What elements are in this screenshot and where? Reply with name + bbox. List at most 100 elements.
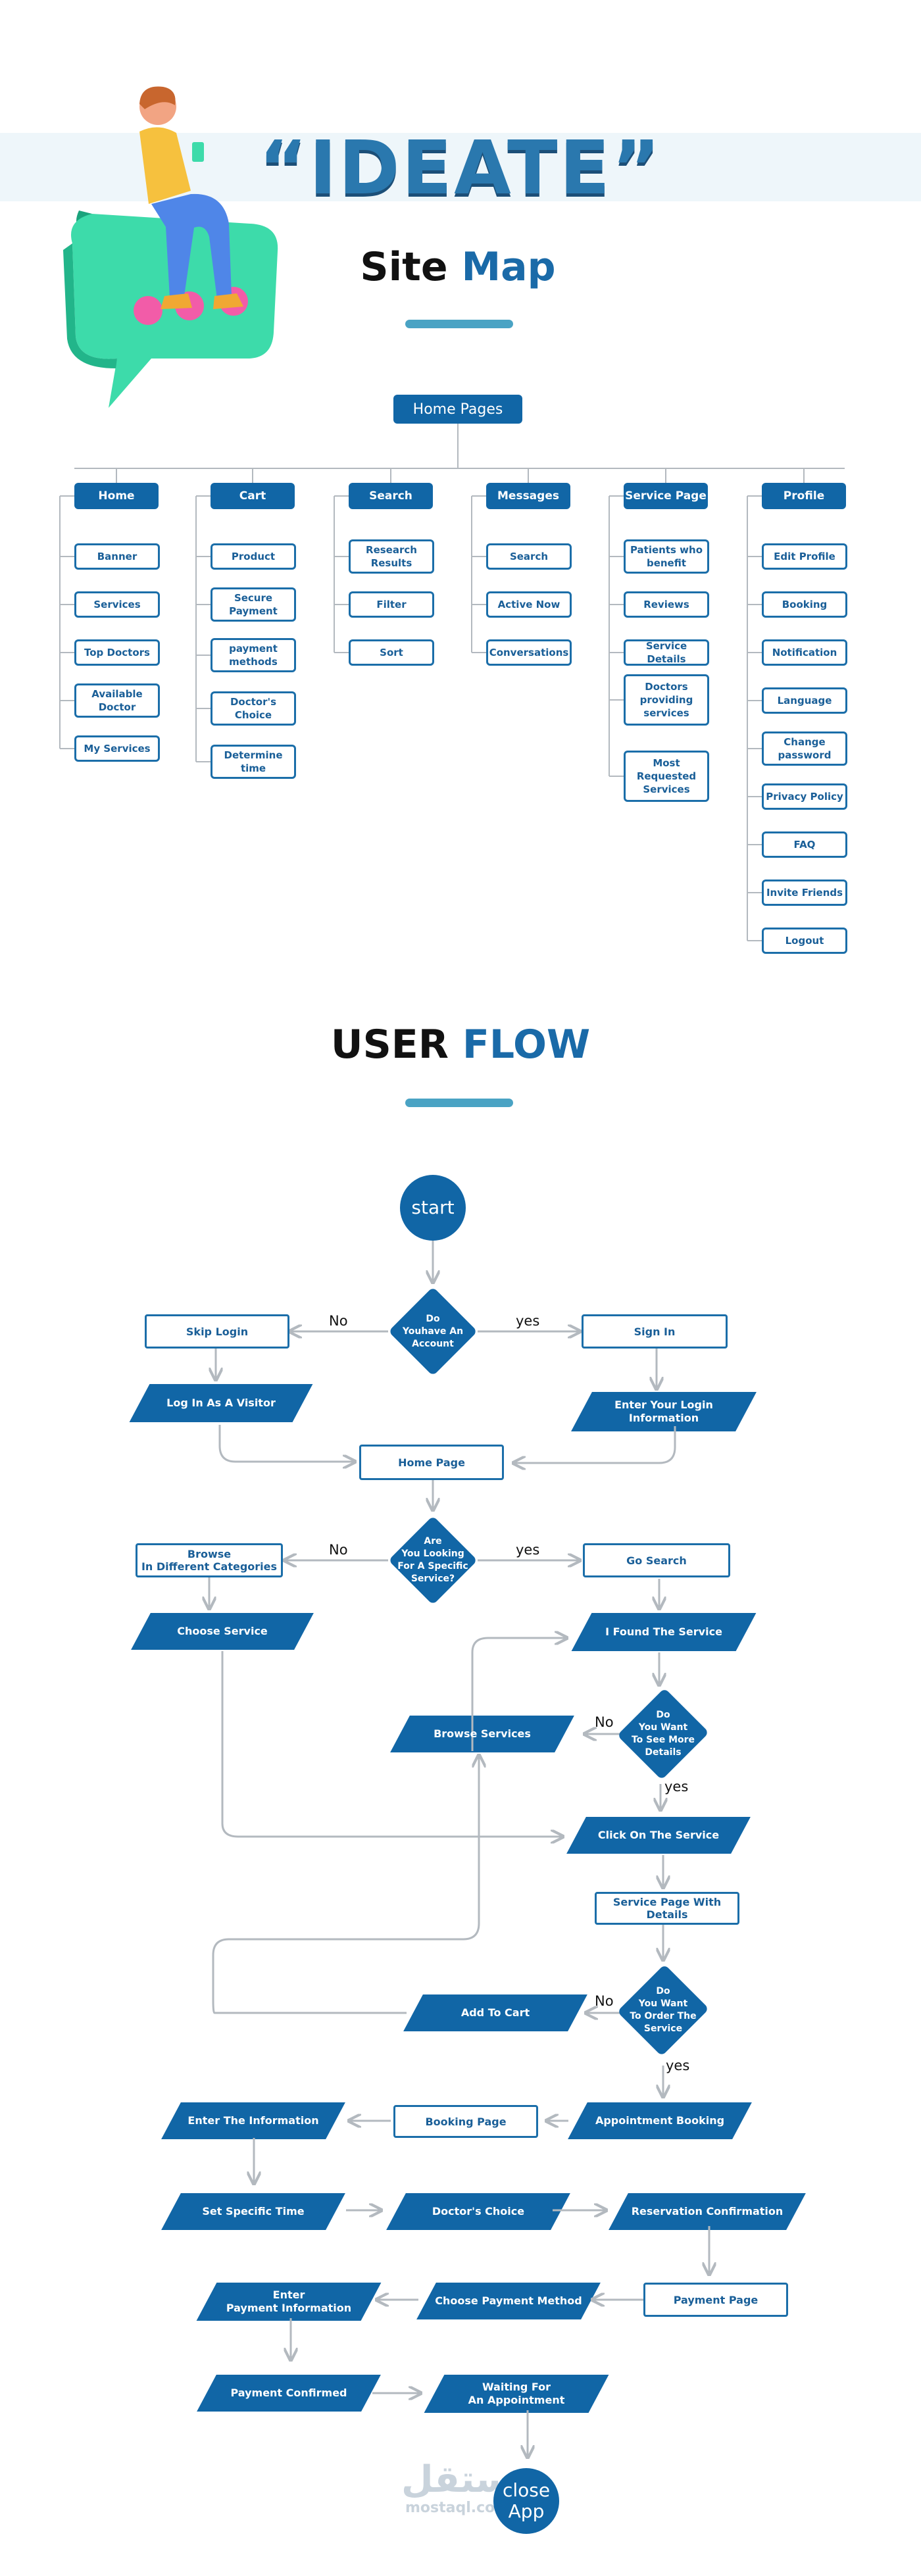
start-node: start <box>400 1175 466 1241</box>
sitemap-item: Doctors providing services <box>624 674 709 726</box>
sitemap-header-1: Cart <box>211 483 295 509</box>
sitemap-item: Search <box>486 543 572 570</box>
label-yes-specific: yes <box>516 1542 540 1558</box>
sitemap-header-5: Profile <box>762 483 846 509</box>
sitemap-underline <box>405 320 513 328</box>
person-shoe-2 <box>213 293 243 309</box>
person-legs <box>151 193 232 299</box>
sitemap-item: Reviews <box>624 591 709 618</box>
sitemap-item: Service Details <box>624 639 709 666</box>
browse-services-step: Browse Services <box>400 1716 564 1752</box>
decision-more-details: Do You Want To See More Details <box>618 1687 708 1781</box>
person-hair <box>139 86 176 109</box>
label-no-details: No <box>595 1714 614 1730</box>
label-no-order: No <box>595 1993 614 2009</box>
home-page-box: Home Page <box>359 1445 504 1480</box>
sitemap-item: Privacy Policy <box>762 783 847 810</box>
userflow-underline <box>405 1099 513 1107</box>
sitemap-item: Active Now <box>486 591 572 618</box>
sitemap-header-3: Messages <box>486 483 570 509</box>
close-app-node: close App <box>493 2468 559 2534</box>
label-yes-account: yes <box>516 1313 540 1329</box>
waiting-appointment-step: Waiting For An Appointment <box>434 2375 599 2413</box>
person-shoe-1 <box>161 293 192 309</box>
sitemap-header-0: Home <box>74 483 159 509</box>
enter-login-step: Enter Your Login Information <box>582 1392 746 1431</box>
browse-categories-box: Browse In Different Categories <box>136 1543 283 1577</box>
sitemap-item: Change password <box>762 731 847 766</box>
userflow-heading: USER FLOW <box>0 1021 921 1068</box>
payment-page-box: Payment Page <box>643 2283 788 2317</box>
choose-service-step: Choose Service <box>141 1613 304 1650</box>
label-no-specific: No <box>329 1542 348 1558</box>
skip-login-box: Skip Login <box>145 1314 289 1349</box>
page-title: “IDEATE” <box>259 126 662 211</box>
payment-confirmed-step: Payment Confirmed <box>207 2375 371 2412</box>
userflow-heading-accent: FLOW <box>462 1022 591 1068</box>
sitemap-item: Doctor's Choice <box>211 691 296 726</box>
booking-page-box: Booking Page <box>393 2105 538 2138</box>
sitemap-item: Language <box>762 687 847 714</box>
reservation-confirmation-step: Reservation Confirmation <box>618 2193 796 2230</box>
label-yes-order: yes <box>666 2058 690 2073</box>
sitemap-item: Product <box>211 543 296 570</box>
sitemap-item: Filter <box>349 591 434 618</box>
sitemap-item: Most Requested Services <box>624 751 709 802</box>
person-shirt <box>139 127 191 204</box>
sitemap-item: Banner <box>74 543 160 570</box>
click-service-step: Click On The Service <box>576 1817 741 1854</box>
sitemap-item: Services <box>74 591 160 618</box>
sitemap-item: Available Doctor <box>74 683 160 718</box>
decision-have-account-text: Do Youhave An Account <box>402 1313 464 1349</box>
sitemap-item: Patients who benefit <box>624 539 709 574</box>
sitemap-item: Secure Payment <box>211 587 296 622</box>
add-to-cart-step: Add To Cart <box>413 1994 578 2031</box>
sitemap-root: Home Pages <box>393 395 522 424</box>
chat-bubble-side <box>63 243 117 368</box>
sitemap-heading-accent: Map <box>461 244 556 290</box>
sitemap-heading: Site Map <box>0 243 918 291</box>
login-visitor-step: Log In As A Visitor <box>139 1384 303 1422</box>
go-search-box: Go Search <box>583 1543 730 1577</box>
sitemap-item: Logout <box>762 928 847 954</box>
found-service-step: I Found The Service <box>582 1613 746 1651</box>
userflow-heading-text: USER <box>330 1022 449 1068</box>
chat-bubble-illustration <box>63 86 278 408</box>
label-no-account: No <box>329 1313 348 1329</box>
sitemap-item: FAQ <box>762 831 847 858</box>
sitemap-item: Sort <box>349 639 434 666</box>
sitemap-item: payment methods <box>211 638 296 672</box>
person-phone <box>192 142 204 162</box>
sitemap-item: Determine time <box>211 745 296 779</box>
decision-more-details-text: Do You Want To See More Details <box>631 1710 695 1758</box>
sign-in-box: Sign In <box>582 1314 728 1349</box>
sitemap-item: Invite Friends <box>762 879 847 906</box>
appointment-booking-step: Appointment Booking <box>578 2102 742 2139</box>
set-time-step: Set Specific Time <box>171 2193 336 2230</box>
sitemap-item: My Services <box>74 735 160 762</box>
watermark-latin: mostaql.com <box>405 2500 510 2516</box>
doctors-choice-step: Doctor's Choice <box>396 2193 560 2230</box>
sitemap-header-4: Service Page <box>624 483 708 509</box>
decision-specific-service-text: Are You Looking For A Specific Service? <box>397 1536 468 1584</box>
decision-order-service: Do You Want To Order The Service <box>618 1963 708 2058</box>
sitemap-item: Booking <box>762 591 847 618</box>
sitemap-item: Top Doctors <box>74 639 160 666</box>
sitemap-connectors <box>59 424 845 941</box>
choose-payment-step: Choose Payment Method <box>426 2283 591 2319</box>
enter-information-step: Enter The Information <box>171 2102 336 2139</box>
decision-specific-service: Are You Looking For A Specific Service? <box>388 1516 478 1605</box>
service-details-box: Service Page With Details <box>595 1892 739 1925</box>
sitemap-item: Notification <box>762 639 847 666</box>
decision-order-service-text: Do You Want To Order The Service <box>630 1986 697 2034</box>
chat-dot-1 <box>134 296 162 325</box>
sitemap-item: Research Results <box>349 539 434 574</box>
decision-have-account: Do Youhave An Account <box>388 1287 478 1376</box>
label-yes-details: yes <box>664 1779 689 1795</box>
sitemap-item: Conversations <box>486 639 572 666</box>
sitemap-item: Edit Profile <box>762 543 847 570</box>
enter-payment-step: Enter Payment Information <box>207 2283 371 2321</box>
sitemap-header-2: Search <box>349 483 433 509</box>
sitemap-heading-text: Site <box>360 244 448 290</box>
